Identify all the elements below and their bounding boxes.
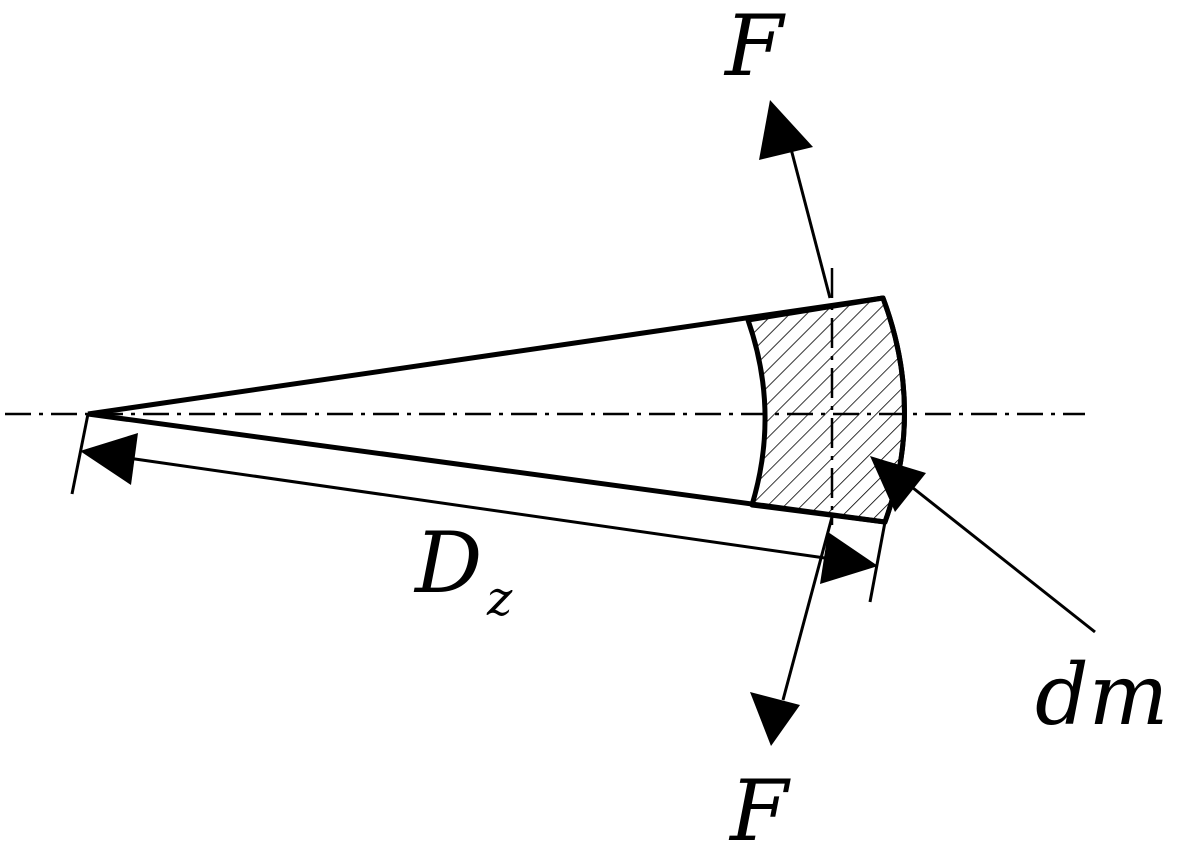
force-arrow-bottom-shaft	[781, 516, 834, 701]
force-label-bottom: F	[728, 762, 791, 851]
element-leader-line	[907, 482, 1096, 634]
dimension-line-dz	[127, 456, 833, 561]
force-arrow-top-shaft	[788, 144, 832, 299]
dimension-label-d: D	[413, 514, 482, 612]
sector-outline	[87, 295, 907, 525]
force-arrow-bottom-head	[750, 692, 800, 746]
dimension-extension-left	[70, 413, 90, 495]
dimension-arrow-left	[80, 433, 138, 485]
element-leader-arrow	[870, 456, 926, 512]
mass-element-dm	[745, 295, 907, 525]
dimension-arrow-right	[820, 532, 878, 584]
force-arrow-top-head	[759, 100, 813, 160]
dimension-label-subscript-z: z	[486, 571, 513, 627]
force-label-top: F	[723, 0, 786, 95]
dimension-extension-right	[868, 521, 887, 603]
element-label-dm: dm	[1035, 646, 1168, 744]
